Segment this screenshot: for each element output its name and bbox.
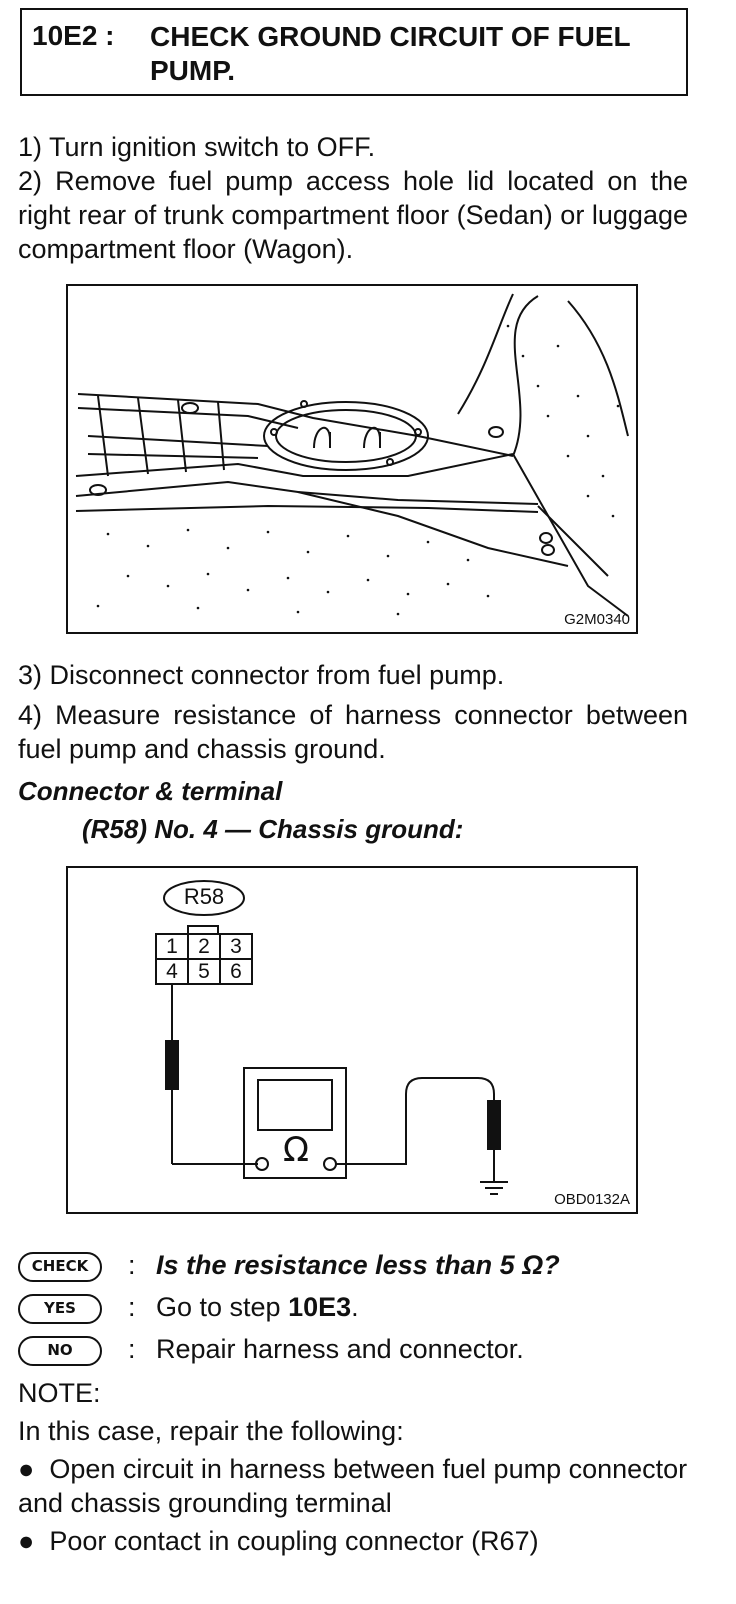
connector-heading: Connector & terminal: [18, 776, 283, 806]
pin-5: 5: [198, 960, 210, 983]
pin-4: 4: [166, 960, 178, 983]
step-3: 3) Disconnect connector from fuel pump.: [18, 660, 505, 690]
no-badge: NO: [18, 1336, 102, 1366]
step-title: CHECK GROUND CIRCUIT OF FUEL PUMP.: [150, 21, 631, 86]
yes-step-link[interactable]: 10E3: [288, 1292, 352, 1322]
check-question: Is the resistance less than 5 Ω?: [156, 1250, 560, 1280]
yes-suffix: .: [351, 1292, 359, 1322]
pin-2: 2: [198, 935, 210, 958]
note-item-text: Open circuit in harness between fuel pum…: [18, 1454, 688, 1518]
trunk-floor-illustration: [75, 293, 629, 617]
check-badge: CHECK: [18, 1252, 102, 1282]
no-answer: Repair harness and connector.: [156, 1334, 524, 1364]
no-colon: :: [128, 1334, 136, 1364]
connector-label: R58: [183, 884, 225, 909]
yes-badge: YES: [18, 1294, 102, 1324]
figure-code: G2M0340: [564, 611, 630, 628]
note-item-text: Poor contact in coupling connector (R67): [49, 1526, 539, 1556]
ohmmeter-circuit: [155, 880, 508, 1195]
step-2: 2) Remove fuel pump access hole lid loca…: [18, 166, 688, 264]
figure-code: OBD0132A: [554, 1191, 630, 1208]
note-item: ● Open circuit in harness between fuel p…: [18, 1454, 688, 1518]
yes-prefix: Go to step: [156, 1292, 289, 1322]
step-4: 4) Measure resistance of harness connect…: [18, 700, 688, 764]
ohm-symbol: Ω: [283, 1130, 309, 1170]
step-1: 1) Turn ignition switch to OFF.: [18, 132, 376, 162]
note-item: ● Poor contact in coupling connector (R6…: [18, 1526, 539, 1556]
connector-subheading: (R58) No. 4 — Chassis ground:: [82, 814, 464, 844]
step-header: 10E2 : CHECK GROUND CIRCUIT OF FUEL PUMP…: [20, 8, 688, 96]
yes-answer: Go to step 10E3.: [156, 1292, 359, 1323]
resistance-measurement-diagram: R58 1 2 3 4 5 6 Ω OBD0132A: [66, 866, 638, 1214]
pin-1: 1: [166, 935, 178, 958]
yes-colon: :: [128, 1292, 136, 1322]
pin-6: 6: [230, 960, 242, 983]
note-label: NOTE:: [18, 1378, 101, 1408]
step-number: 10E2 :: [32, 20, 115, 51]
note-intro: In this case, repair the following:: [18, 1416, 404, 1446]
pin-3: 3: [230, 935, 242, 958]
check-colon: :: [128, 1250, 136, 1280]
fuel-pump-access-figure: G2M0340: [66, 284, 638, 634]
